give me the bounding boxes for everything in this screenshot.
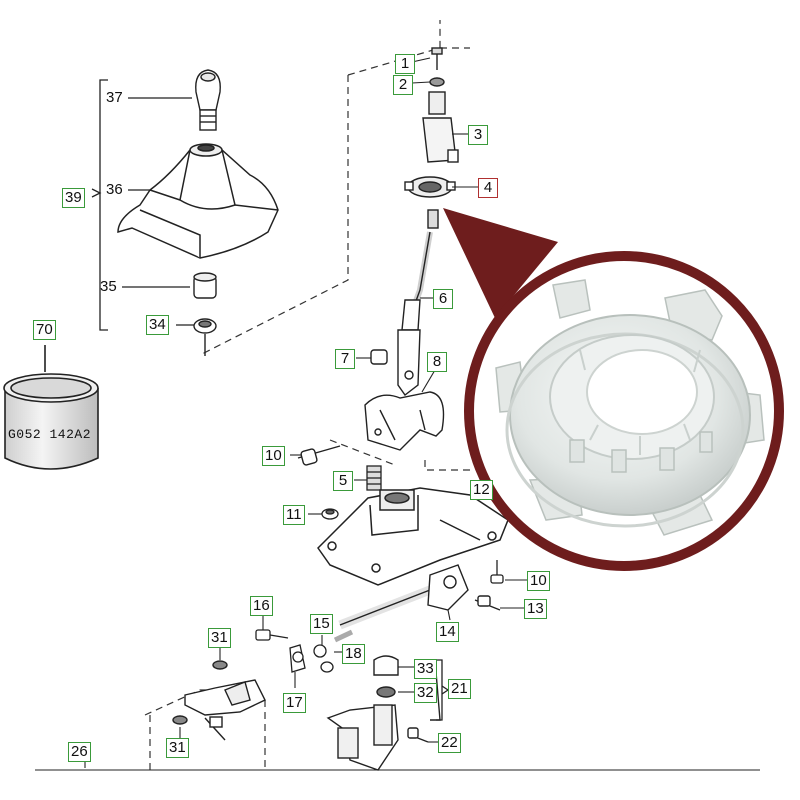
spring-5 xyxy=(366,465,382,491)
callout-11: 11 xyxy=(283,505,305,525)
callout-8: 8 xyxy=(427,352,447,372)
callout-21: 21 xyxy=(448,679,471,699)
callout-31: 31 xyxy=(208,628,231,648)
callout-22: 22 xyxy=(438,733,461,753)
callout-70: 70 xyxy=(33,320,56,340)
bushing-35 xyxy=(193,272,217,299)
callout-10b: 10 xyxy=(527,571,550,591)
small-parts-15-18 xyxy=(255,629,354,673)
callout-35: 35 xyxy=(100,278,117,295)
grease-can-icon xyxy=(3,345,99,470)
linkage-lower-right xyxy=(326,655,441,771)
clip-34 xyxy=(193,318,217,356)
callout-31b: 31 xyxy=(166,738,189,758)
callout-37: 37 xyxy=(106,89,123,106)
upper-shaft-parts xyxy=(370,47,459,397)
callout-17: 17 xyxy=(283,693,306,713)
callout-4: 4 xyxy=(478,178,498,198)
callout-39: 39 xyxy=(62,188,85,208)
callout-1: 1 xyxy=(395,54,415,74)
callout-34: 34 xyxy=(146,315,169,335)
callout-6: 6 xyxy=(433,289,453,309)
bolt-10 xyxy=(297,445,341,466)
base-plate xyxy=(317,487,509,586)
leader-lines xyxy=(84,57,527,768)
nut-11 xyxy=(321,508,339,520)
shift-boot-icon xyxy=(117,143,279,259)
callout-36: 36 xyxy=(106,181,123,198)
callout-15: 15 xyxy=(310,614,333,634)
bushing-closeup-icon xyxy=(495,279,765,536)
linkage-lower-left xyxy=(172,660,266,741)
callout-33: 33 xyxy=(414,659,437,679)
callout-3: 3 xyxy=(468,125,488,145)
selector-rod-14 xyxy=(338,564,501,630)
part-number-tag: G052 142A2 xyxy=(8,427,92,442)
callout-2: 2 xyxy=(393,75,413,95)
bracket-39 xyxy=(91,79,196,331)
callout-7: 7 xyxy=(335,349,355,369)
callout-32: 32 xyxy=(414,683,437,703)
callout-16: 16 xyxy=(250,596,273,616)
shift-housing-8 xyxy=(364,391,445,451)
callout-12: 12 xyxy=(470,480,493,500)
zoom-pointer xyxy=(443,208,558,318)
bolt-10b xyxy=(490,560,504,584)
callout-10: 10 xyxy=(262,446,285,466)
callout-26: 26 xyxy=(68,742,91,762)
callout-14: 14 xyxy=(436,622,459,642)
callout-5: 5 xyxy=(333,471,353,491)
gear-knob-icon xyxy=(195,69,221,131)
callout-18: 18 xyxy=(342,644,365,664)
callout-13: 13 xyxy=(524,599,547,619)
